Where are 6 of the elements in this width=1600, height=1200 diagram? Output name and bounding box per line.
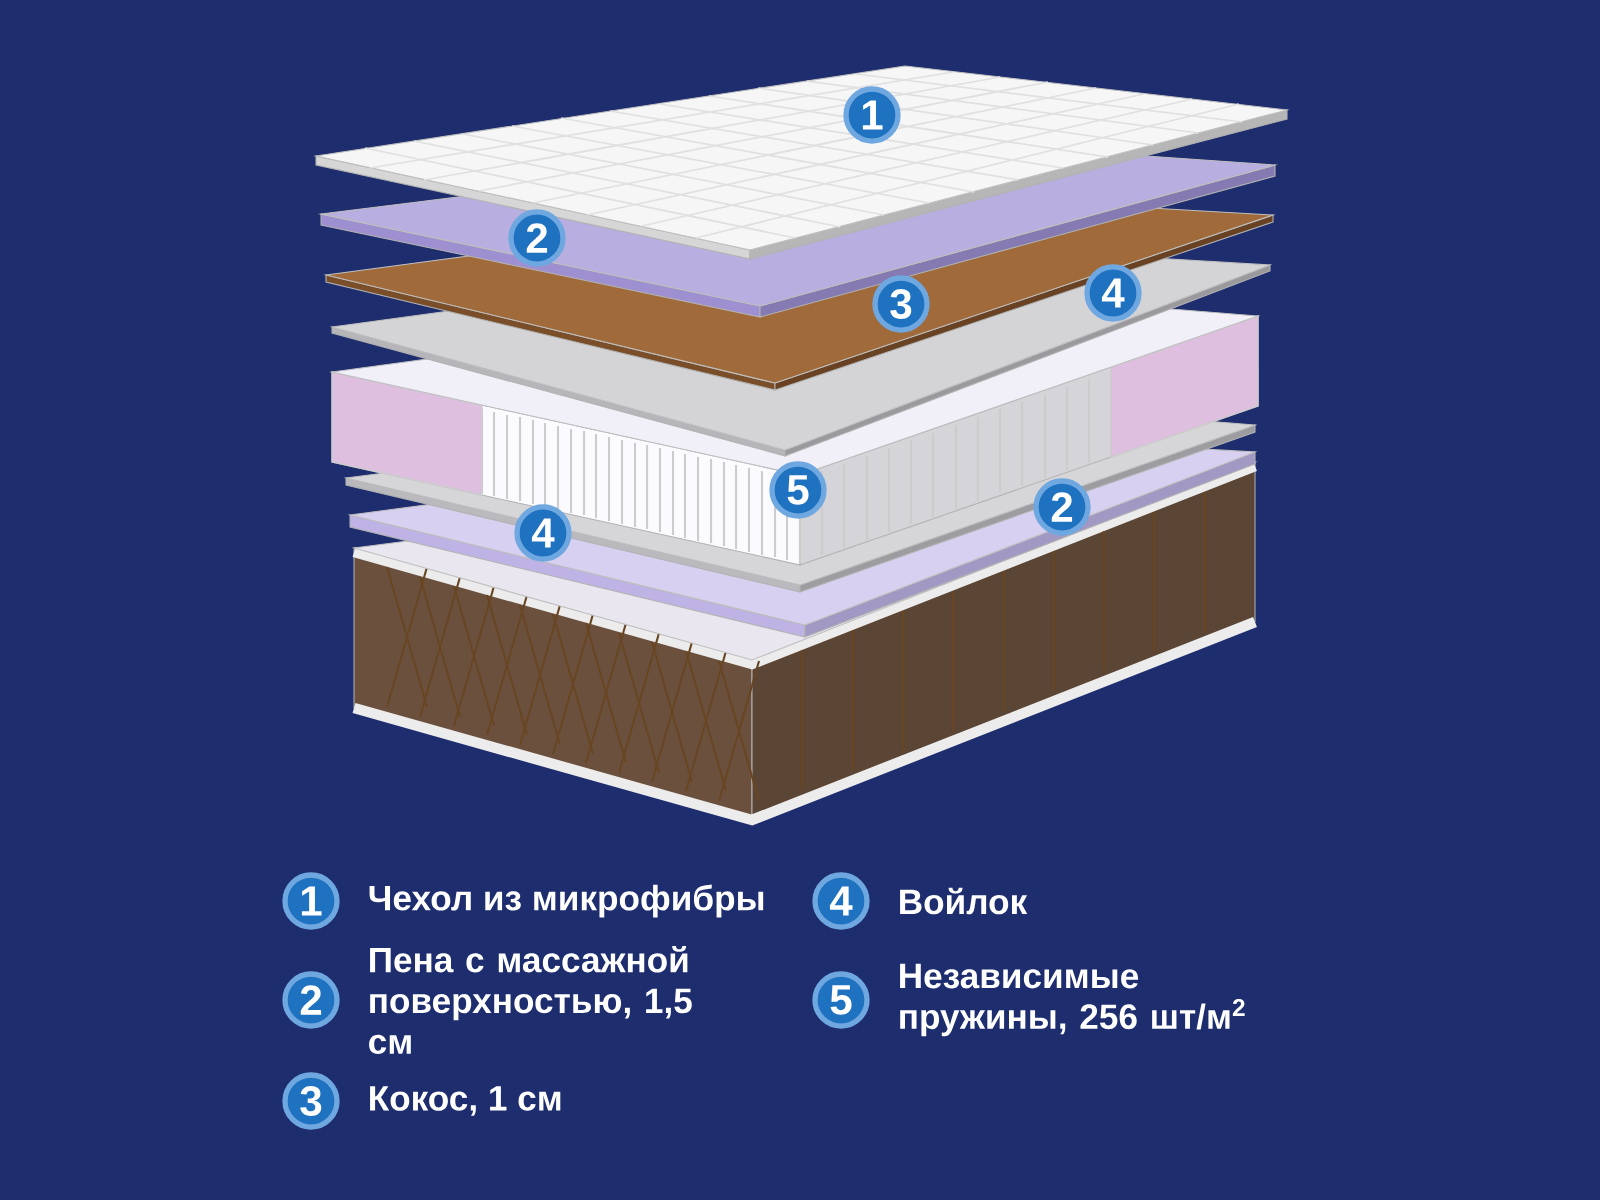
legend-text: Пена с массажной поверхностью, 1,5 см xyxy=(369,945,692,1055)
legend-text: Войлок xyxy=(900,887,1028,915)
legend-text: Независимые пружины, 256 шт/м$^{2}$ xyxy=(900,963,1245,1037)
callout-number: 3 xyxy=(282,1072,340,1130)
legend-text: Кокос, 1 см xyxy=(370,1086,561,1116)
legend-text: Чехол из микрофибры xyxy=(369,884,764,918)
